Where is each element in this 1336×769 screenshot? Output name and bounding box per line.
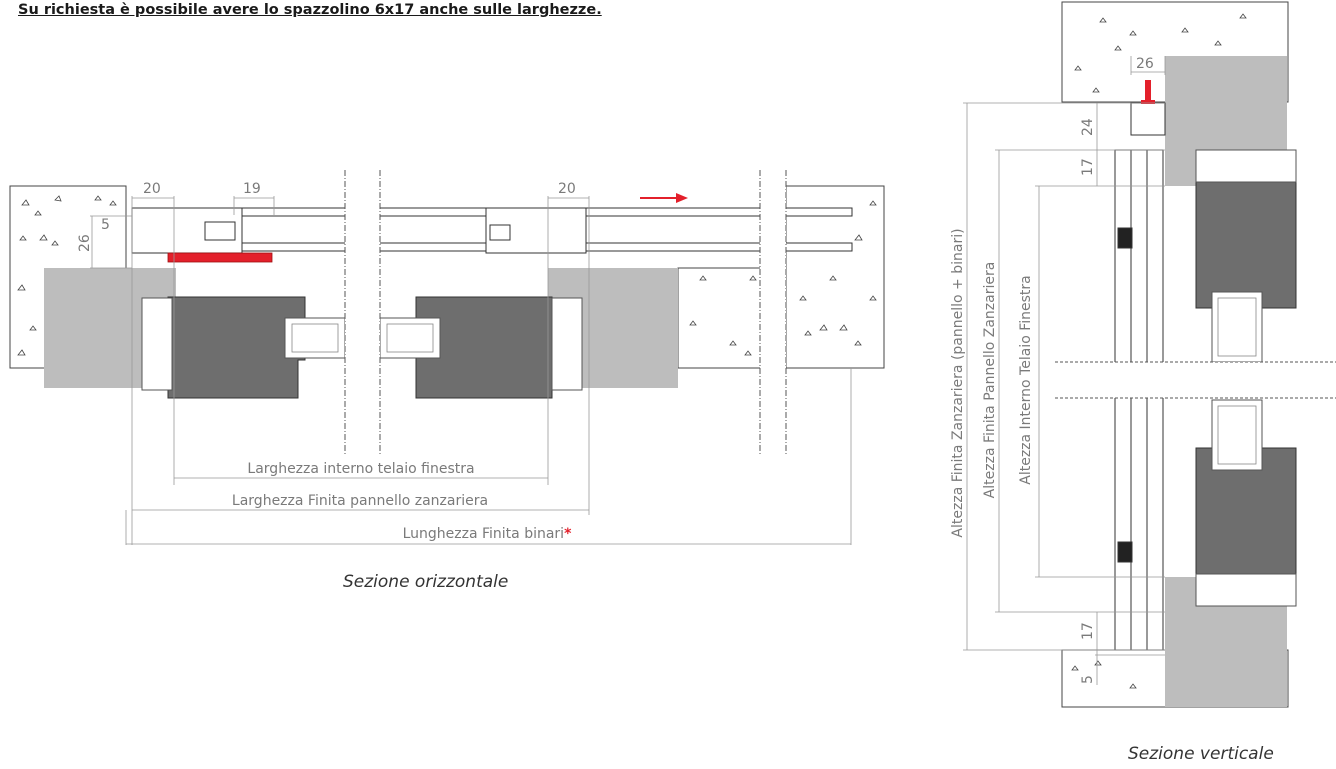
left-wall-hatch: [17, 195, 117, 356]
vertical-break: [1055, 362, 1336, 398]
upper-sash: [1195, 177, 1297, 309]
v-dim-17-top: 17: [1080, 158, 1096, 176]
glass-upper: [1211, 291, 1263, 363]
screw-icon: [1141, 80, 1155, 104]
concrete-strip-hatch: [689, 275, 757, 356]
label-inner-frame-width: Larghezza interno telaio finestra: [247, 461, 474, 477]
v-dim-17-bottom: 17: [1080, 622, 1096, 640]
dim-20-right: 20: [558, 181, 576, 197]
v-dim-5: 5: [1080, 675, 1096, 684]
rail-profile: [131, 207, 853, 254]
dim-26: 26: [77, 234, 93, 252]
left-sash: [167, 296, 306, 399]
red-brush: [167, 252, 273, 263]
direction-arrow-icon: [640, 193, 688, 203]
label-total-height: Altezza Finita Zanzariera (pannello + bi…: [950, 228, 966, 537]
glass-left: [284, 317, 346, 359]
horizontal-section: 20 19 20 5 26 Larghezza interno telaio f…: [9, 170, 885, 545]
vertical-dim-lines: [963, 56, 1166, 685]
vertical-panel-profile: [1114, 102, 1166, 651]
caption-horizontal-section: Sezione orizzontale: [343, 572, 509, 592]
dim-5: 5: [101, 217, 110, 233]
note-text: Su richiesta è possibile avere lo spazzo…: [18, 2, 602, 18]
label-rail-length: Lunghezza Finita binari*: [403, 526, 572, 542]
right-sash: [415, 296, 553, 399]
caption-vertical-section: Sezione verticale: [1128, 744, 1274, 764]
v-dim-26: 26: [1136, 56, 1154, 72]
label-inner-frame-height: Altezza Interno Telaio Finestra: [1018, 275, 1034, 485]
top-wall-hatch: [1074, 13, 1247, 93]
break-lines: [344, 170, 787, 455]
vertical-section: 26 24 17 17 5 Altezza Finita Zanzariera …: [950, 1, 1336, 708]
asterisk-mark: *: [564, 526, 572, 542]
label-panel-width: Larghezza Finita pannello zanzariera: [232, 493, 488, 509]
glass-right: [379, 317, 441, 359]
dim-20-left: 20: [143, 181, 161, 197]
label-panel-height: Altezza Finita Pannello Zanzariera: [982, 262, 998, 499]
extension-lines: [90, 196, 852, 545]
right-wall-hatch: [799, 200, 877, 346]
v-dim-24: 24: [1080, 118, 1096, 136]
dim-19: 19: [243, 181, 261, 197]
glass-lower: [1211, 399, 1263, 471]
